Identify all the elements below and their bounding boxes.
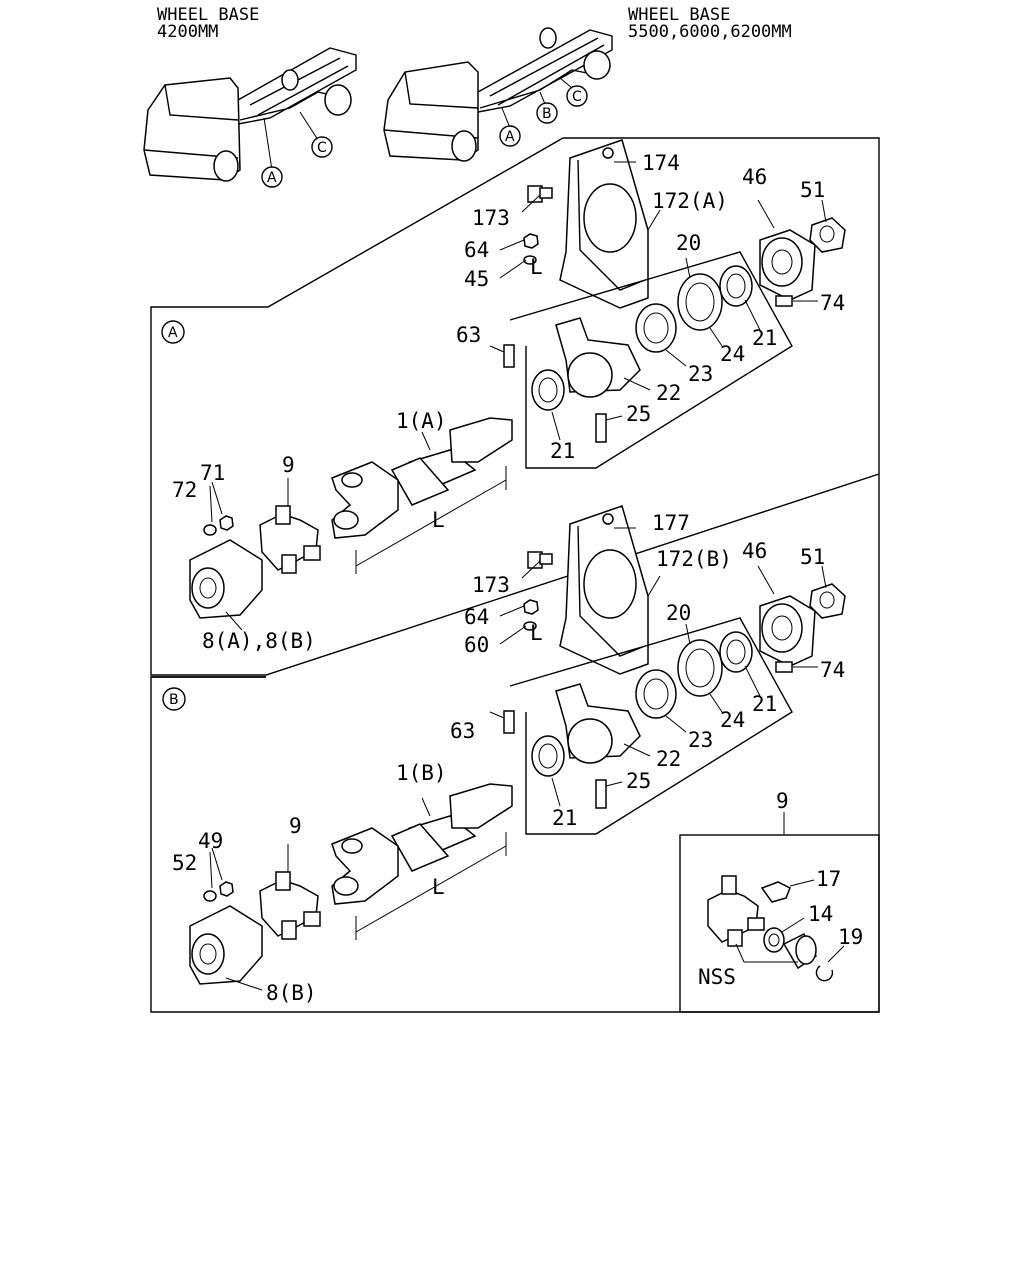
label-b-24: 24 (720, 708, 745, 732)
section-a-frame (150, 137, 880, 676)
header-left-line2: 4200MM (157, 22, 218, 42)
label-a-8: 8(A),8(B) (202, 629, 316, 653)
label-b-46: 46 (742, 539, 767, 563)
label-a-74: 74 (820, 291, 845, 315)
label-a-23: 23 (688, 362, 713, 386)
label-a-45: 45 (464, 267, 489, 291)
label-b-9: 9 (289, 814, 302, 838)
label-a-174: 174 (642, 151, 680, 175)
label-a-21-upper: 21 (752, 326, 777, 350)
label-b-74: 74 (820, 658, 845, 682)
label-a-1: 1(A) (396, 409, 447, 433)
label-a-63: 63 (456, 323, 481, 347)
callout-a-long: A (505, 129, 515, 145)
section-a-parts (189, 139, 846, 631)
label-a-9: 9 (282, 453, 295, 477)
header-right-line2: 5500,6000,6200MM (628, 22, 792, 42)
label-b-173: 173 (472, 573, 510, 597)
label-b-23: 23 (688, 728, 713, 752)
detail-labels: 9 17 14 19 NSS (698, 789, 863, 989)
label-b-49: 49 (198, 829, 223, 853)
label-detail-14: 14 (808, 902, 833, 926)
label-b-21-lower: 21 (552, 806, 577, 830)
label-b-64: 64 (464, 605, 489, 629)
label-a-64: 64 (464, 238, 489, 262)
truck-illustration-long: A B C (383, 27, 613, 162)
label-a-20: 20 (676, 231, 701, 255)
section-b-tag: B (169, 692, 179, 708)
label-b-21-upper: 21 (752, 692, 777, 716)
label-a-72: 72 (172, 478, 197, 502)
label-b-25: 25 (626, 769, 651, 793)
label-detail-19: 19 (838, 925, 863, 949)
label-b-1: 1(B) (396, 761, 447, 785)
header-left-line1: WHEEL BASE (157, 5, 259, 25)
label-a-71: 71 (200, 461, 225, 485)
label-b-L: L (432, 875, 445, 899)
callout-b-long: B (542, 106, 552, 122)
label-b-52: 52 (172, 851, 197, 875)
label-a-172: 172(A) (652, 189, 728, 213)
label-detail-9: 9 (776, 789, 789, 813)
label-b-22: 22 (656, 747, 681, 771)
label-a-24: 24 (720, 342, 745, 366)
label-b-8: 8(B) (266, 981, 317, 1005)
label-a-L: L (432, 508, 445, 532)
label-a-51: 51 (800, 178, 825, 202)
section-b-labels: 177 173 172(B) 46 51 64 60 L 20 74 63 21… (172, 511, 845, 1005)
section-a-labels: 174 173 172(A) 46 51 64 45 L 20 74 63 21… (172, 151, 845, 653)
label-b-20: 20 (666, 601, 691, 625)
callout-a-short: A (267, 170, 277, 186)
label-b-172: 172(B) (656, 547, 732, 571)
truck-illustration-short: A C (143, 47, 357, 188)
label-a-22: 22 (656, 381, 681, 405)
label-a-L-dash: L (530, 255, 543, 279)
label-b-L-dash: L (530, 621, 543, 645)
label-b-177: 177 (652, 511, 690, 535)
section-a-tag: A (168, 325, 178, 341)
callout-c-short: C (317, 140, 327, 156)
section-b-parts (189, 505, 846, 991)
label-a-46: 46 (742, 165, 767, 189)
label-b-63: 63 (450, 719, 475, 743)
label-a-173: 173 (472, 206, 510, 230)
detail-universal-joint (679, 812, 880, 1013)
label-detail-nss: NSS (698, 965, 736, 989)
label-b-51: 51 (800, 545, 825, 569)
callout-c-long: C (572, 89, 582, 105)
label-a-25: 25 (626, 402, 651, 426)
label-b-60: 60 (464, 633, 489, 657)
header-right-line1: WHEEL BASE (628, 5, 730, 25)
label-detail-17: 17 (816, 867, 841, 891)
label-a-21-lower: 21 (550, 439, 575, 463)
